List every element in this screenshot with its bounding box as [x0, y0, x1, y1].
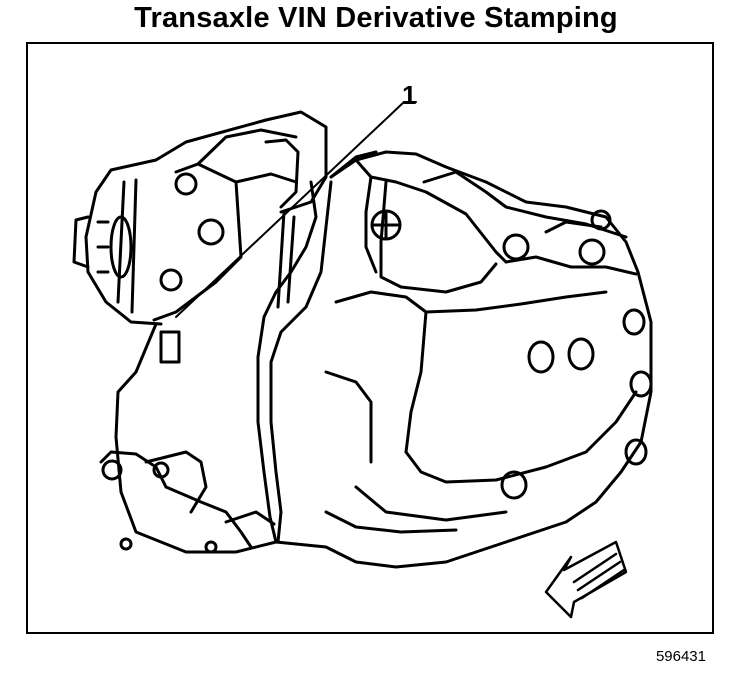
top-housing — [354, 158, 638, 294]
transaxle-case — [114, 150, 653, 569]
callout-leader — [175, 101, 405, 318]
figure-id: 596431 — [655, 648, 706, 665]
lower-flange — [99, 450, 276, 554]
mounting-bracket — [152, 110, 328, 322]
side-cover — [324, 290, 653, 534]
callout-label: 1 — [402, 80, 417, 110]
direction-arrow-icon — [544, 540, 628, 619]
axle-housing — [72, 158, 163, 326]
transaxle-illustration — [72, 101, 653, 619]
diagram-title: Transaxle VIN Derivative Stamping — [134, 2, 618, 34]
diagram-frame — [26, 42, 714, 634]
